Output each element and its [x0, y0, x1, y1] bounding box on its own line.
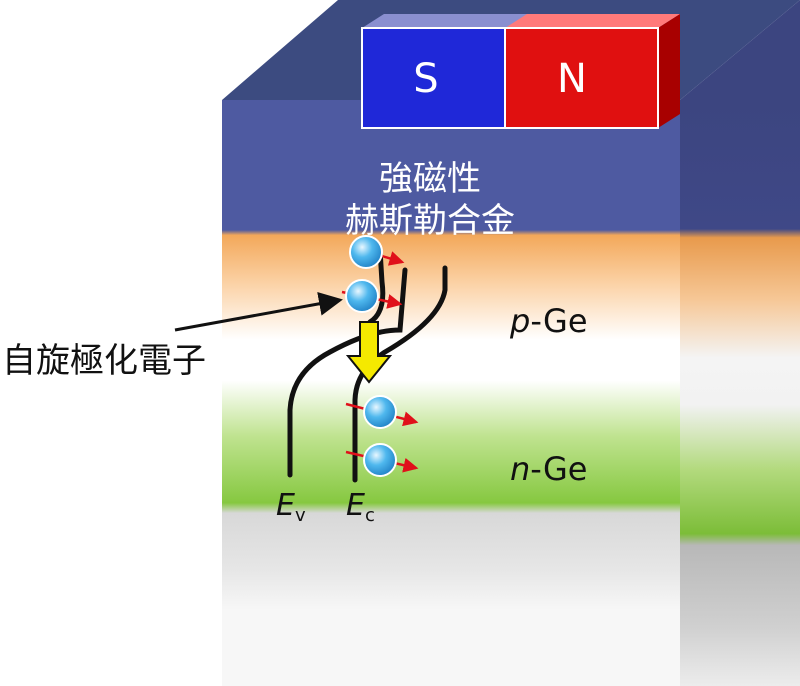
callout-label: 自旋極化電子 — [2, 341, 206, 381]
ferromagnet-label-line2: 赫斯勒合金 — [345, 201, 515, 241]
cube-side-face — [680, 0, 800, 686]
magnet-north-label: N — [557, 56, 587, 102]
p-ge-suffix: -Ge — [530, 302, 587, 340]
valence-band-main: E — [276, 488, 295, 523]
p-ge-label: p-Ge — [509, 302, 588, 340]
electron-flow-arrow — [345, 321, 393, 384]
conduction-band-label: Ec — [346, 488, 375, 526]
ferromagnet-label-line1: 強磁性 — [379, 159, 481, 199]
electron — [349, 235, 383, 269]
conduction-band-line-upper — [367, 247, 386, 325]
valence-band-sub: v — [295, 505, 306, 526]
magnet-south-label: S — [413, 56, 438, 102]
conduction-band-main: E — [346, 488, 365, 523]
p-ge-italic: p — [509, 302, 530, 340]
callout-arrow — [174, 291, 343, 332]
magnet-north-pole — [504, 27, 659, 129]
electron-group — [341, 235, 419, 477]
valence-band-line — [287, 267, 408, 478]
electron — [345, 279, 379, 313]
n-ge-suffix: -Ge — [530, 450, 587, 488]
n-ge-italic: n — [510, 450, 530, 488]
valence-band-label: Ev — [276, 488, 306, 526]
magnet-n-top — [505, 14, 680, 28]
magnet-south-pole — [361, 27, 506, 129]
conduction-band-line — [352, 265, 448, 483]
magnet-end — [658, 14, 680, 128]
electron — [363, 443, 397, 477]
bar-magnet: S N — [361, 14, 680, 129]
n-ge-label: n-Ge — [510, 450, 587, 488]
cube-front-face — [222, 100, 680, 686]
conduction-band-sub: c — [365, 505, 375, 526]
electron — [363, 395, 397, 429]
